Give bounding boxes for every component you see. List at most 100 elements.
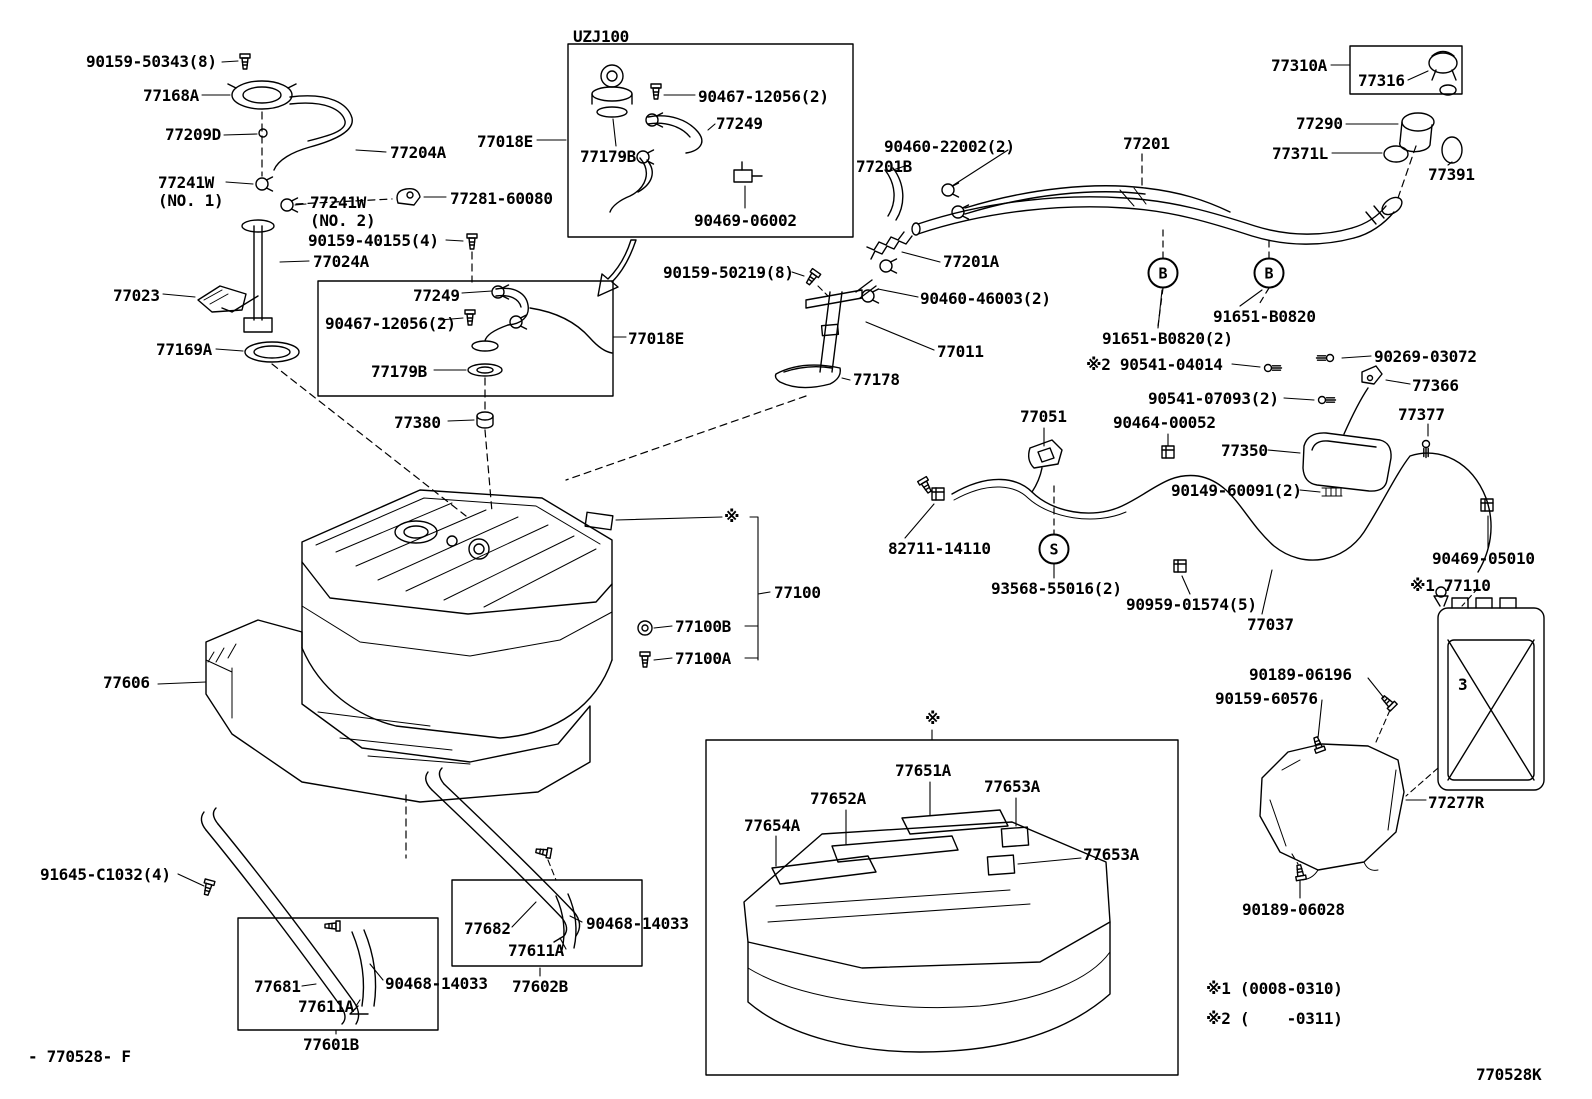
part-label: 77316 xyxy=(1358,71,1405,90)
part-label: 90149-60091(2) xyxy=(1171,481,1302,500)
footnote-2: ※2 ( -0311) xyxy=(1206,1009,1343,1028)
part-label: 3 xyxy=(1458,675,1468,694)
circle-marker-b: B xyxy=(1147,257,1179,289)
part-label: 77169A xyxy=(156,340,212,359)
tank-protector-drawing xyxy=(157,619,591,859)
part-label: 77018E xyxy=(628,329,684,348)
part-label: 77201A xyxy=(943,252,999,271)
part-label: 90541-07093(2) xyxy=(1148,389,1279,408)
part-label: 77024A xyxy=(313,252,369,271)
part-label: 77277R xyxy=(1428,793,1484,812)
footnote-1: ※1 (0008-0310) xyxy=(1206,979,1343,998)
part-label: 77204A xyxy=(390,143,446,162)
part-label: 91651-B0820(2) xyxy=(1102,329,1233,348)
part-label: 77601B xyxy=(303,1035,359,1054)
part-label: 91645-C1032(4) xyxy=(40,865,171,884)
part-label: 77602B xyxy=(512,977,568,996)
part-label: 90269-03072 xyxy=(1374,347,1477,366)
part-label: 90467-12056(2) xyxy=(325,314,456,333)
filler-cap-drawing xyxy=(1330,50,1463,199)
part-label: 77100 xyxy=(774,583,821,602)
part-label: 82711-14110 xyxy=(888,539,991,558)
part-label: 77682 xyxy=(464,919,511,938)
fuel-lid-cable-drawing xyxy=(904,353,1494,615)
part-label: 77681 xyxy=(254,977,301,996)
part-label: 77611A xyxy=(508,941,564,960)
part-label: 90159-50343(8) xyxy=(86,52,217,71)
part-label: 77654A xyxy=(744,816,800,835)
part-label: 77366 xyxy=(1412,376,1459,395)
part-label: 90464-00052 xyxy=(1113,413,1216,432)
part-label: 90189-06196 xyxy=(1249,665,1352,684)
part-label: 90959-01574(5) xyxy=(1126,595,1257,614)
part-label: 90460-46003(2) xyxy=(920,289,1051,308)
part-label: 77168A xyxy=(143,86,199,105)
part-label: 77371L xyxy=(1272,144,1328,163)
filler-pipe-assembly-drawing xyxy=(565,149,1403,481)
part-label: 90469-06002 xyxy=(694,211,797,230)
part-label: 90159-40155(4) xyxy=(308,231,439,250)
part-label: UZJ100 xyxy=(573,27,629,46)
part-label: 90159-50219(8) xyxy=(663,263,794,282)
part-label: 77611A xyxy=(298,997,354,1016)
part-label: ※ xyxy=(925,709,941,728)
part-label: 90468-14033 xyxy=(586,914,689,933)
part-label: 77310A xyxy=(1271,56,1327,75)
circle-marker-s: S xyxy=(1038,533,1070,565)
b-bolt-leaders xyxy=(1157,289,1263,329)
main-fuel-tank-drawing xyxy=(301,489,771,739)
part-label: 77249 xyxy=(716,114,763,133)
part-label: 77281-60080 xyxy=(450,189,553,208)
part-label: ※1 77110 xyxy=(1410,576,1491,595)
part-label: 77100A xyxy=(675,649,731,668)
part-label: 77249 xyxy=(413,286,460,305)
detail-boxes xyxy=(237,43,1463,1076)
part-label: 77209D xyxy=(165,125,221,144)
hose-detail-box-drawing xyxy=(433,284,627,411)
part-label: 77391 xyxy=(1428,165,1475,184)
part-label: 77018E xyxy=(477,132,533,151)
part-label: 77037 xyxy=(1247,615,1294,634)
grommet-77380-drawing xyxy=(447,411,494,513)
part-label: 77651A xyxy=(895,761,951,780)
part-label: 91651-B0820 xyxy=(1213,307,1316,326)
part-label: 77241W (NO. 2) xyxy=(310,193,376,230)
sheet-number-left: - 770528- F xyxy=(28,1047,131,1066)
part-label: ※ xyxy=(724,507,740,526)
sub-tank-box-drawing xyxy=(743,729,1111,1053)
part-label: 93568-55016(2) xyxy=(991,579,1122,598)
part-label: 77023 xyxy=(113,286,160,305)
part-label: 77179B xyxy=(580,147,636,166)
sheet-number-right: 770528K xyxy=(1476,1065,1542,1084)
part-label: 77201B xyxy=(856,157,912,176)
part-label: 77653A xyxy=(984,777,1040,796)
part-label: 77653A xyxy=(1083,845,1139,864)
part-label: ※2 90541-04014 xyxy=(1086,355,1223,374)
part-label: 77290 xyxy=(1296,114,1343,133)
part-label: 77178 xyxy=(853,370,900,389)
sub-fuel-tank-77110-drawing xyxy=(1405,586,1545,797)
uzj100-hose-detail-drawing xyxy=(591,64,763,213)
part-label: 77350 xyxy=(1221,441,1268,460)
reference-arrow xyxy=(597,239,637,297)
part-label: 77241W (NO. 1) xyxy=(158,173,224,210)
part-label: 77606 xyxy=(103,673,150,692)
fuel-pump-assembly-drawing xyxy=(162,53,478,517)
part-label: 90467-12056(2) xyxy=(698,87,829,106)
tank-straps-drawing xyxy=(177,767,583,1035)
part-label: 90189-06028 xyxy=(1242,900,1345,919)
part-label: 77051 xyxy=(1020,407,1067,426)
part-label: 77377 xyxy=(1398,405,1445,424)
part-label: 90469-05010 xyxy=(1432,549,1535,568)
part-label: 77011 xyxy=(937,342,984,361)
part-label: 77380 xyxy=(394,413,441,432)
part-label: 77179B xyxy=(371,362,427,381)
part-label: 90468-14033 xyxy=(385,974,488,993)
part-label: 90159-60576 xyxy=(1215,689,1318,708)
part-label: 90460-22002(2) xyxy=(884,137,1015,156)
part-label: 77201 xyxy=(1123,134,1170,153)
protector-77277r-drawing xyxy=(1259,677,1427,899)
